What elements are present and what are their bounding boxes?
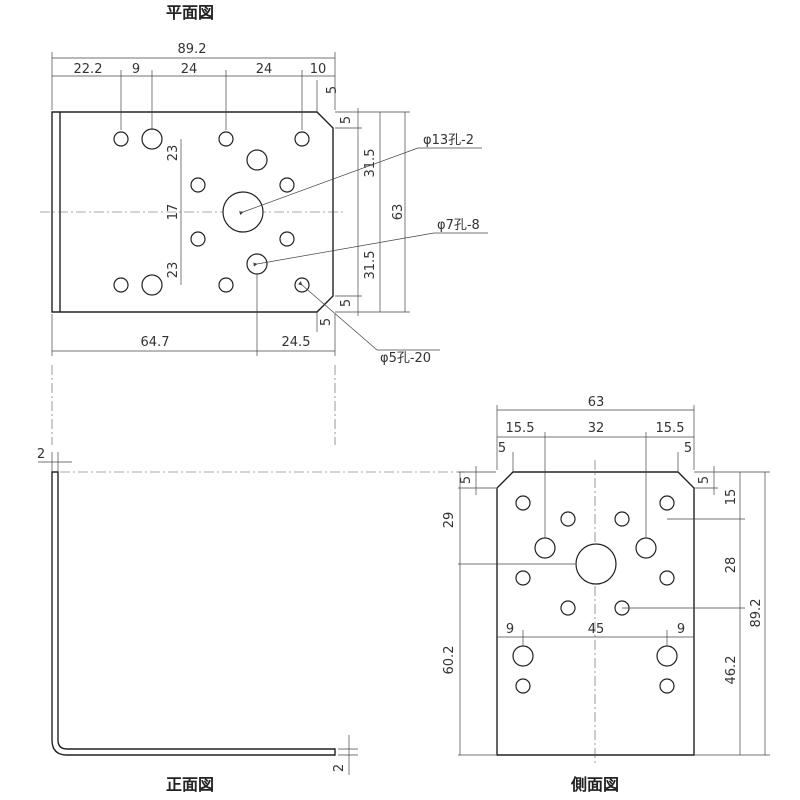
side-dim-bot-9b: 9 (677, 622, 685, 637)
plan-hole-7 (141, 128, 163, 150)
plan-hole-5 (113, 131, 129, 147)
side-hole-7 (656, 645, 678, 667)
side-hole-5 (515, 678, 531, 694)
plan-hole-5 (113, 277, 129, 293)
plan-dim-height: 63 (391, 204, 406, 221)
plan-label-hole7: φ7孔-8 (437, 218, 480, 233)
side-dim-left-60: 60.2 (442, 646, 457, 675)
side-dim-width: 63 (588, 395, 605, 410)
plan-dim-v-bot: 23 (166, 262, 181, 279)
plan-dim-chamfer-bottom: 5 (319, 318, 334, 326)
plan-dim-seg4: 24 (256, 62, 273, 77)
plan-dim-chamfer-side-bottom: 5 (339, 299, 354, 307)
front-outline (51, 471, 336, 756)
plan-hole-5 (190, 177, 206, 193)
side-dim-right-total: 89.2 (749, 599, 764, 628)
plan-dim-half-bottom: 31.5 (363, 251, 378, 280)
side-dim-right-28: 28 (724, 557, 739, 574)
plan-dim-v-top: 23 (166, 145, 181, 162)
plan-hole-5 (218, 131, 234, 147)
side-dim-bot-45: 45 (588, 622, 605, 637)
side-outline (496, 471, 695, 756)
side-hole-13 (575, 543, 617, 585)
side-dim-seg-left: 15.5 (506, 421, 535, 436)
plan-view: 89.2 22.2 9 24 24 10 5 5 5 31.5 31.5 63 … (40, 42, 488, 366)
side-dim-chamfer-tr: 5 (684, 441, 692, 456)
plan-hole-5 (294, 131, 310, 147)
plan-hole-5 (279, 177, 295, 193)
side-dim-right-15: 15 (724, 489, 739, 506)
side-dim-bot-9a: 9 (506, 622, 514, 637)
side-hole-7 (635, 537, 657, 559)
plan-dim-seg2: 9 (132, 62, 140, 77)
side-hole-5 (560, 600, 576, 616)
side-dim-seg-right: 15.5 (656, 421, 685, 436)
plan-dim-chamfer-side-top: 5 (339, 116, 354, 124)
plan-dim-seg5: 10 (310, 62, 327, 77)
side-hole-5 (659, 495, 675, 511)
front-view: 2 2 (37, 447, 358, 775)
side-view-title: 側面図 (570, 775, 619, 794)
plan-label-hole5: φ5孔-20 (380, 351, 431, 366)
side-hole-5 (515, 495, 531, 511)
front-view-title: 正面図 (166, 775, 214, 794)
plan-hole-7 (246, 149, 268, 171)
side-dim-chamfer-lv: 5 (459, 476, 474, 484)
side-view: 63 15.5 32 15.5 5 5 5 29 60.2 5 15 28 46… (442, 395, 770, 765)
side-hole-5 (659, 678, 675, 694)
side-hole-5 (614, 511, 630, 527)
plan-view-title: 平面図 (166, 3, 214, 22)
plan-dim-bottom-right: 24.5 (282, 335, 311, 350)
side-hole-5 (659, 570, 675, 586)
plan-dim-v-mid: 17 (166, 204, 181, 221)
plan-label-hole13: φ13孔-2 (423, 133, 474, 148)
side-dim-left-29: 29 (442, 512, 457, 529)
plan-dim-overall-width: 89.2 (178, 42, 207, 57)
plan-hole-7 (141, 274, 163, 296)
plan-hole-5 (279, 231, 295, 247)
plan-dim-half-top: 31.5 (363, 149, 378, 178)
side-dim-chamfer-tl: 5 (498, 441, 506, 456)
plan-dim-chamfer-top: 5 (325, 86, 340, 94)
plan-dim-seg1: 22.2 (74, 62, 103, 77)
plan-dim-seg3: 24 (181, 62, 198, 77)
side-dim-right-46: 46.2 (724, 656, 739, 685)
side-hole-7 (534, 537, 556, 559)
front-dim-thickness-top: 2 (37, 447, 45, 462)
plan-hole-5 (218, 277, 234, 293)
plan-dim-bottom-left: 64.7 (141, 335, 170, 350)
side-hole-7 (512, 645, 534, 667)
side-hole-5 (560, 511, 576, 527)
side-hole-5 (515, 570, 531, 586)
side-dim-chamfer-rv: 5 (697, 476, 712, 484)
side-dim-seg-mid: 32 (588, 421, 605, 436)
front-dim-thickness-bottom: 2 (332, 764, 347, 772)
plan-hole-5 (190, 231, 206, 247)
